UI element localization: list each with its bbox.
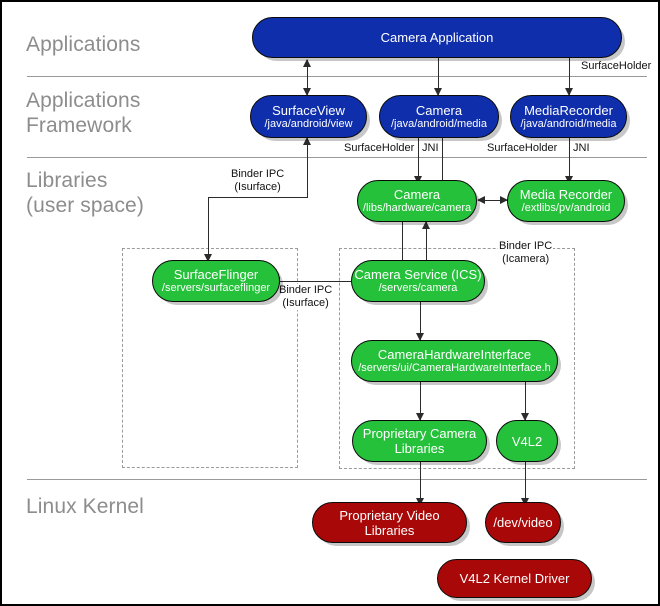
node-media-recorder-lib-subtitle: /extlibs/pv/android [521,202,611,214]
layer-label-applications-framework: Applications Framework [26,89,141,137]
edge-camera-service-to-chi [420,302,422,342]
node-v4l2-kernel-driver-title: V4L2 Kernel Driver [459,571,570,586]
edge-camera-java-to-camera-lib [418,138,420,186]
node-camera-java[interactable]: Camera /java/android/media [379,95,499,138]
node-mediarecorder-java-title: MediaRecorder [524,102,613,118]
edge-surfaceview-camera-application [307,60,309,95]
node-mediarecorder-java-subtitle: /java/android/media [520,117,617,130]
group-surfaceflinger-process [122,248,298,468]
node-camera-hardware-interface-subtitle: /servers/ui/CameraHardwareInterface.h [358,362,551,374]
annotation-surfaceholder-camera: SurfaceHolder [343,142,416,155]
layer-label-applications: Applications [26,33,141,56]
node-v4l2-title: V4L2 [511,433,543,449]
node-v4l2-kernel-driver[interactable]: V4L2 Kernel Driver [437,559,592,598]
annotation-binder-ipc-icamera: Binder IPC (Icamera) [498,240,554,266]
node-camera-service-subtitle: /servers/camera [378,282,458,294]
arrowhead-down-chi [416,333,424,341]
edge-camera-application-camera-java [438,58,440,95]
edge-proprietary-camera-to-video-libraries [420,461,422,505]
edge-camera-application-mediarecorder [569,58,571,95]
annotation-jni-camera: JNI [421,142,440,155]
node-proprietary-camera-libraries-subtitle: Libraries [394,441,445,456]
edge-chi-to-proprietary-camera-libraries [420,382,422,422]
arrowhead-left-camera-lib [477,196,485,204]
node-proprietary-video-libraries[interactable]: Proprietary Video Libraries [312,502,467,543]
annotation-binder-ipc-isurface-mid: Binder IPC (Isurface) [278,284,334,310]
layer-label-libraries: Libraries (user space) [26,169,144,217]
layer-label-linux-kernel: Linux Kernel [26,495,144,518]
divider-applications [27,76,647,77]
group-camera-service-process [339,248,575,469]
divider-libraries [27,479,647,480]
node-media-recorder-lib[interactable]: Media Recorder /extlibs/pv/android [507,180,625,222]
node-camera-service-title: Camera Service (ICS) [354,267,482,282]
node-media-recorder-lib-title: Media Recorder [519,187,613,202]
edge-camera-service-to-camera-lib [426,222,428,268]
arrowhead-down-mediarecorder [565,88,573,96]
node-surfaceflinger-title: SurfaceFlinger [173,267,259,282]
node-dev-video[interactable]: /dev/video [485,502,561,543]
node-camera-lib[interactable]: Camera /libs/hardware/camera [357,180,477,222]
arrowhead-up-camera-lib-from-service [422,221,430,229]
edge-mediarecorder-java-to-media-recorder-lib [569,138,571,184]
node-surfaceflinger[interactable]: SurfaceFlinger /servers/surfaceflinger [152,260,280,302]
node-camera-service[interactable]: Camera Service (ICS) /servers/camera [351,260,485,302]
annotation-surfaceholder-app: SurfaceHolder [580,60,653,73]
node-camera-application[interactable]: Camera Application [252,17,622,58]
node-proprietary-camera-libraries-title: Proprietary Camera [362,426,477,441]
node-v4l2[interactable]: V4L2 [496,420,558,462]
annotation-binder-ipc-isurface-top: Binder IPC (Isurface) [230,168,286,194]
node-mediarecorder-java[interactable]: MediaRecorder /java/android/media [510,95,627,138]
node-camera-lib-subtitle: /libs/hardware/camera [362,202,472,214]
node-proprietary-camera-libraries[interactable]: Proprietary Camera Libraries [352,420,487,462]
annotation-surfaceholder-mediarecorder: SurfaceHolder [486,142,559,155]
arrowhead-down-surfaceflinger [204,254,212,262]
edge-v4l2-to-dev-video [525,461,527,505]
divider-framework [27,157,647,158]
edge-camera-lib-to-camera-service [402,222,404,268]
node-camera-java-subtitle: /java/android/media [390,117,487,130]
edge-camera-lib-media-recorder-lib [478,200,508,202]
arrowhead-down-v4l2 [521,413,529,421]
annotation-jni-mediarecorder: JNI [572,142,591,155]
node-surfaceview[interactable]: SurfaceView /java/android/view [250,95,367,138]
node-camera-lib-title: Camera [393,187,441,202]
node-proprietary-video-libraries-subtitle: Libraries [364,522,415,538]
arrowhead-up-camera-application [303,59,311,67]
arrowhead-down-camera-java [434,88,442,96]
edge-binder-isurface-to-surfaceview [307,138,309,198]
node-surfaceview-subtitle: /java/android/view [264,117,353,130]
node-proprietary-video-libraries-title: Proprietary Video [339,507,440,523]
edge-camera-service-to-surfaceflinger [279,281,351,283]
node-camera-hardware-interface-title: CameraHardwareInterface [377,347,532,362]
edge-binder-isurface-horizontal [208,197,308,199]
edge-binder-isurface-down-to-surfaceflinger [208,197,210,260]
node-dev-video-title: /dev/video [493,515,553,530]
edge-camera-lib-to-camera-java-jni [442,138,444,184]
node-camera-application-title: Camera Application [380,30,494,45]
edge-chi-to-v4l2 [525,382,527,422]
node-camera-hardware-interface[interactable]: CameraHardwareInterface /servers/ui/Came… [351,340,558,382]
arrowhead-right-media-recorder-lib [500,196,508,204]
node-surfaceflinger-subtitle: /servers/surfaceflinger [161,282,271,294]
arrowhead-up-surfaceview-binder [303,137,311,145]
node-surfaceview-title: SurfaceView [272,102,345,118]
arrowhead-down-surfaceview [303,88,311,96]
arrowhead-down-proprietary-camera-libraries [416,413,424,421]
node-camera-java-title: Camera [415,102,463,118]
